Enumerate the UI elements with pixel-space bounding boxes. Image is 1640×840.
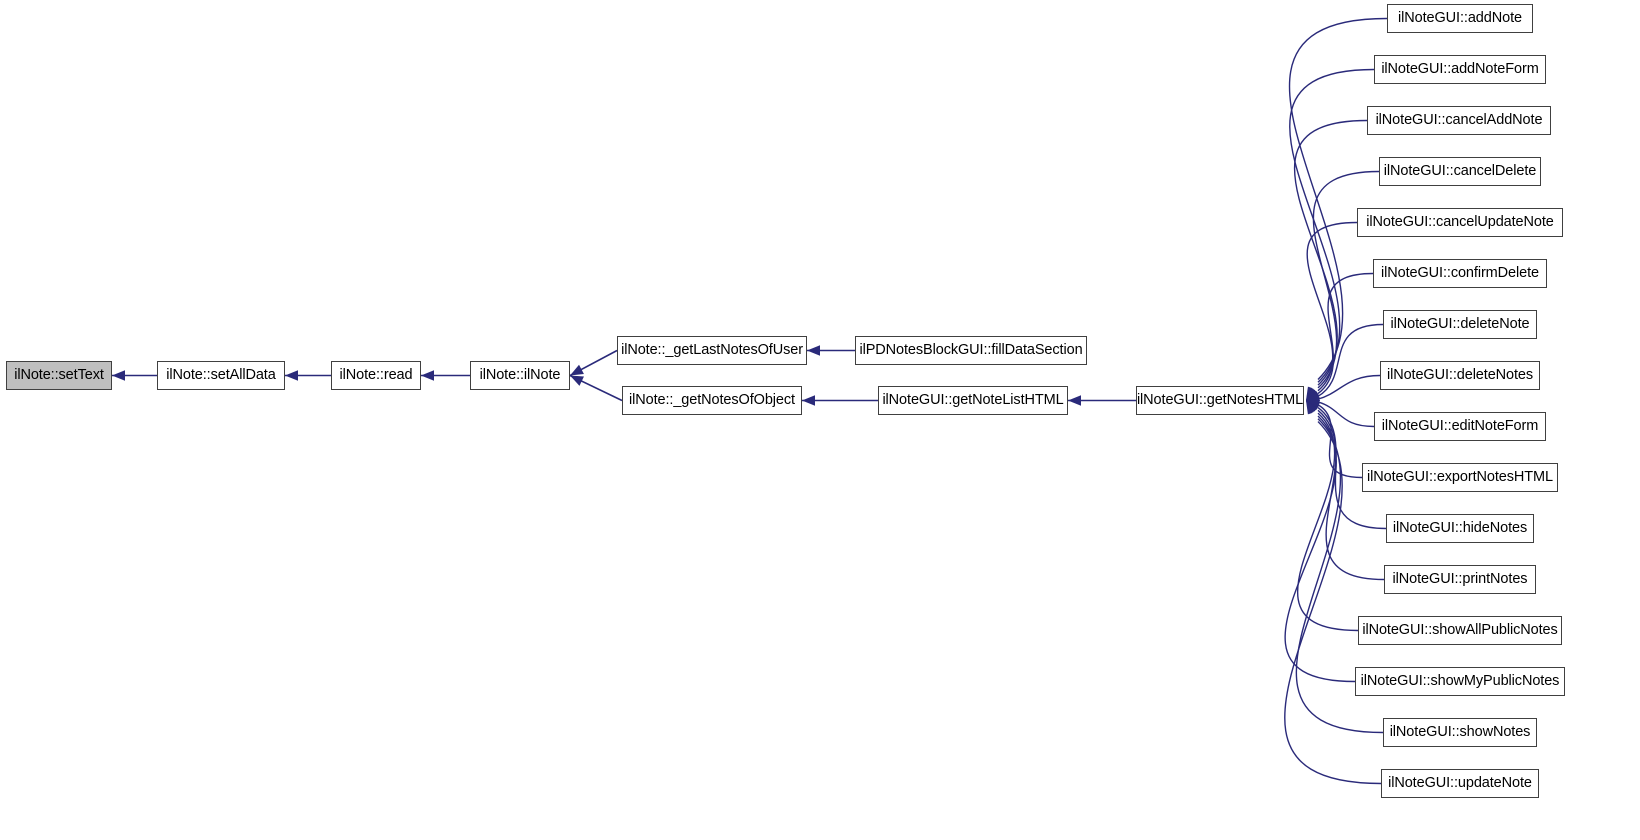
graph-node-label: ilNoteGUI::cancelUpdateNote — [1366, 214, 1554, 231]
graph-node-label: ilNoteGUI::hideNotes — [1392, 520, 1528, 537]
graph-node-label: ilNoteGUI::updateNote — [1388, 775, 1532, 792]
graph-node-c9[interactable]: ilNoteGUI::exportNotesHTML — [1362, 463, 1558, 492]
edge-n5-to-n3-arrowhead — [570, 375, 584, 386]
graph-node-n7[interactable]: ilNoteGUI::getNoteListHTML — [878, 386, 1068, 415]
graph-node-label: ilNoteGUI::showMyPublicNotes — [1360, 673, 1560, 690]
graph-node-n3[interactable]: ilNote::ilNote — [470, 361, 570, 390]
graph-node-c10[interactable]: ilNoteGUI::hideNotes — [1386, 514, 1534, 543]
edge-n8-to-n7-arrowhead — [1068, 395, 1081, 406]
graph-node-label: ilNote::read — [339, 367, 413, 384]
edge-n1-to-n0-arrowhead — [112, 370, 125, 381]
graph-node-label: ilNoteGUI::deleteNote — [1390, 316, 1530, 333]
graph-node-label: ilNoteGUI::showNotes — [1389, 724, 1531, 741]
graph-node-c1[interactable]: ilNoteGUI::addNoteForm — [1374, 55, 1546, 84]
graph-node-label: ilNoteGUI::addNoteForm — [1381, 61, 1539, 78]
edge-c8-to-n8 — [1317, 401, 1375, 428]
edge-n7-to-n5-arrowhead — [802, 395, 815, 406]
edge-c5-to-n8 — [1317, 272, 1374, 395]
edge-c7-to-n8 — [1317, 374, 1381, 400]
graph-node-label: ilNoteGUI::showAllPublicNotes — [1362, 622, 1558, 639]
graph-node-label: ilNoteGUI::exportNotesHTML — [1367, 469, 1553, 486]
graph-node-label: ilNoteGUI::getNotesHTML — [1136, 392, 1304, 409]
edge-c2-to-n8 — [1293, 119, 1368, 386]
graph-node-label: ilNote::_getLastNotesOfUser — [621, 342, 803, 359]
graph-node-c6[interactable]: ilNoteGUI::deleteNote — [1383, 310, 1537, 339]
graph-node-label: ilNoteGUI::confirmDelete — [1381, 265, 1539, 282]
graph-node-label: ilNoteGUI::printNotes — [1392, 571, 1528, 588]
graph-node-label: ilNoteGUI::cancelAddNote — [1375, 112, 1543, 129]
graph-node-c8[interactable]: ilNoteGUI::editNoteForm — [1374, 412, 1546, 441]
graph-node-label: ilNoteGUI::deleteNotes — [1386, 367, 1534, 384]
graph-node-n4[interactable]: ilNote::_getLastNotesOfUser — [617, 336, 807, 365]
graph-node-c2[interactable]: ilNoteGUI::cancelAddNote — [1367, 106, 1551, 135]
graph-node-c7[interactable]: ilNoteGUI::deleteNotes — [1380, 361, 1540, 390]
graph-node-label: ilPDNotesBlockGUI::fillDataSection — [859, 342, 1083, 359]
graph-node-label: ilNote::_getNotesOfObject — [629, 392, 795, 409]
graph-node-label: ilNote::setText — [14, 367, 104, 384]
graph-node-label: ilNoteGUI::getNoteListHTML — [882, 392, 1064, 409]
edge-c4-to-n8 — [1306, 221, 1358, 392]
edge-c13-to-n8 — [1284, 415, 1356, 683]
edge-c6-to-n8 — [1317, 323, 1384, 397]
graph-node-c11[interactable]: ilNoteGUI::printNotes — [1384, 565, 1536, 594]
edge-c0-to-n8 — [1288, 17, 1388, 380]
graph-node-c3[interactable]: ilNoteGUI::cancelDelete — [1379, 157, 1541, 186]
edge-c3-to-n8 — [1312, 170, 1380, 389]
graph-node-c15[interactable]: ilNoteGUI::updateNote — [1381, 769, 1539, 798]
graph-node-n0[interactable]: ilNote::setText — [6, 361, 112, 390]
graph-node-n5[interactable]: ilNote::_getNotesOfObject — [622, 386, 802, 415]
graph-node-label: ilNote::ilNote — [479, 367, 561, 384]
edge-n3-to-n2-arrowhead — [421, 370, 434, 381]
graph-node-c5[interactable]: ilNoteGUI::confirmDelete — [1373, 259, 1547, 288]
graph-node-c4[interactable]: ilNoteGUI::cancelUpdateNote — [1357, 208, 1563, 237]
graph-node-label: ilNoteGUI::editNoteForm — [1381, 418, 1539, 435]
graph-node-c13[interactable]: ilNoteGUI::showMyPublicNotes — [1355, 667, 1565, 696]
edge-c12-to-n8 — [1296, 412, 1359, 632]
graph-node-n1[interactable]: ilNote::setAllData — [157, 361, 285, 390]
edge-c9-to-n8 — [1317, 404, 1363, 479]
graph-node-label: ilNoteGUI::addNote — [1398, 10, 1522, 27]
graph-node-n6[interactable]: ilPDNotesBlockGUI::fillDataSection — [855, 336, 1087, 365]
graph-node-label: ilNoteGUI::cancelDelete — [1383, 163, 1537, 180]
edge-n2-to-n1-arrowhead — [285, 370, 298, 381]
graph-node-c14[interactable]: ilNoteGUI::showNotes — [1383, 718, 1537, 747]
edge-n6-to-n4-arrowhead — [807, 345, 820, 356]
graph-node-n8[interactable]: ilNoteGUI::getNotesHTML — [1136, 386, 1304, 415]
graph-node-c0[interactable]: ilNoteGUI::addNote — [1387, 4, 1533, 33]
graph-node-c12[interactable]: ilNoteGUI::showAllPublicNotes — [1358, 616, 1562, 645]
edge-n4-to-n3-arrowhead — [570, 364, 584, 376]
graph-node-label: ilNote::setAllData — [166, 367, 276, 384]
graph-node-n2[interactable]: ilNote::read — [331, 361, 421, 390]
